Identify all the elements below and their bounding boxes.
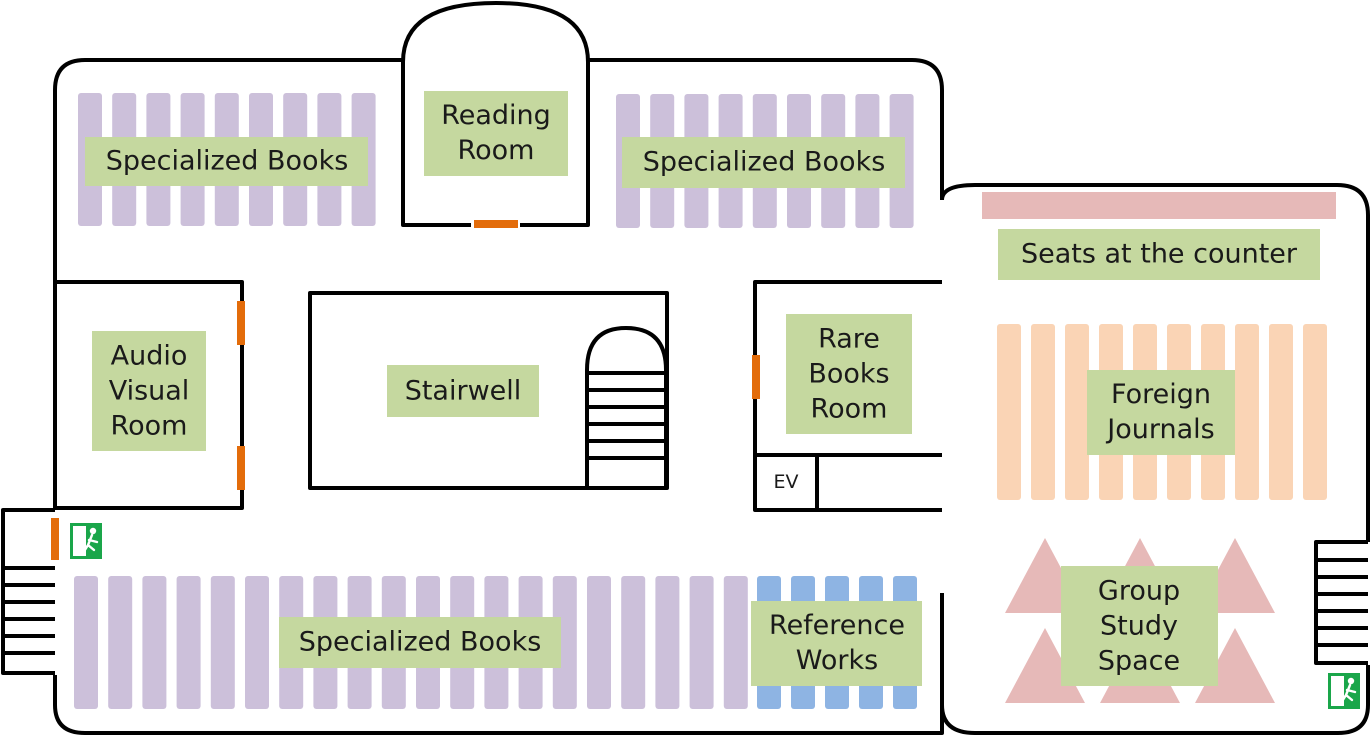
shelf-foreign-journals xyxy=(1269,324,1293,500)
shelf-foreign-journals xyxy=(1303,324,1327,500)
main-building-wall xyxy=(53,593,944,735)
staircase-outline xyxy=(585,325,668,488)
label-bg-reference-works xyxy=(751,601,922,686)
reading-room-wall xyxy=(401,1,590,227)
label-reading-room-line: Room xyxy=(458,135,535,166)
west-staircase xyxy=(3,566,55,655)
east-staircase xyxy=(1316,558,1368,647)
label-specialized-books-ne: Specialized Books xyxy=(643,147,886,178)
label-bg-foreign-journals xyxy=(1087,370,1235,455)
label-audio-visual-room-line: Audio xyxy=(111,341,188,372)
label-bg-specialized-books-ne xyxy=(622,137,905,188)
emergency-exit-icon xyxy=(1328,673,1360,709)
label-group-study-space-line: Study xyxy=(1100,611,1178,642)
counter-bar xyxy=(982,192,1336,219)
doors xyxy=(51,220,760,560)
label-backgrounds xyxy=(85,91,1320,686)
shelf-foreign-journals xyxy=(1235,324,1259,500)
east-wing-wall xyxy=(940,183,1370,542)
label-ev-line: EV xyxy=(773,471,798,493)
shelf-specialized-books xyxy=(655,576,680,709)
label-specialized-books-s: Specialized Books xyxy=(299,627,542,658)
label-reference-works-line: Works xyxy=(796,645,878,676)
shelf-specialized-books xyxy=(689,576,714,709)
label-seats-at-the-counter-line: Seats at the counter xyxy=(1021,239,1298,270)
shelf-specialized-books xyxy=(723,576,748,709)
label-bg-group-study xyxy=(1061,566,1218,686)
shelf-specialized-books xyxy=(176,576,201,709)
label-group-study-space-line: Group xyxy=(1098,576,1180,607)
label-reference-works-line: Reference xyxy=(769,610,905,641)
label-bg-reading-room xyxy=(424,91,568,176)
west-stair-wall xyxy=(1,508,55,675)
shelf-foreign-journals xyxy=(1065,324,1089,500)
label-rare-books-room-line: Rare xyxy=(818,324,880,355)
label-stairwell-line: Stairwell xyxy=(405,376,522,407)
label-bg-rare-books xyxy=(786,314,912,434)
stairwell-staircase xyxy=(585,325,668,488)
shelf-foreign-journals xyxy=(997,324,1021,500)
shelf-specialized-books xyxy=(108,576,133,709)
label-rare-books-room-line: Room xyxy=(811,394,888,425)
west-exit-door[interactable] xyxy=(51,518,59,560)
main-building-wall xyxy=(53,58,402,508)
label-audio-visual-room-line: Visual xyxy=(109,376,190,407)
label-seats-at-the-counter: Seats at the counter xyxy=(1021,239,1298,270)
label-ev: EV xyxy=(773,471,798,493)
emergency-exit-icon xyxy=(70,523,102,559)
label-bg-stairwell xyxy=(387,365,539,417)
label-specialized-books-ne-line: Specialized Books xyxy=(643,147,886,178)
audio-visual-wall xyxy=(55,280,244,510)
label-bg-specialized-books-nw xyxy=(85,137,368,186)
label-specialized-books-nw: Specialized Books xyxy=(106,146,349,177)
shelf-specialized-books xyxy=(142,576,167,709)
shelf-specialized-books xyxy=(552,576,577,709)
label-group-study-space-line: Space xyxy=(1098,646,1180,677)
shelf-specialized-books xyxy=(210,576,235,709)
label-bg-specialized-books-s xyxy=(279,617,561,668)
audio-visual-door-upper[interactable] xyxy=(237,301,245,345)
main-building-wall xyxy=(588,58,944,200)
label-specialized-books-nw-line: Specialized Books xyxy=(106,146,349,177)
label-rare-books-room-line: Books xyxy=(808,359,889,390)
label-stairwell: Stairwell xyxy=(405,376,522,407)
shelf-specialized-books xyxy=(74,576,98,709)
shelf-specialized-books xyxy=(245,576,269,709)
label-specialized-books-s-line: Specialized Books xyxy=(299,627,542,658)
audio-visual-door-lower[interactable] xyxy=(237,446,245,490)
shelf-foreign-journals xyxy=(1031,324,1055,500)
shelf-specialized-books xyxy=(587,576,611,709)
east-stair-wall xyxy=(1314,540,1368,665)
label-reading-room-line: Reading xyxy=(441,100,551,131)
label-bg-audio-visual xyxy=(92,331,206,451)
label-foreign-journals-line: Journals xyxy=(1105,414,1214,445)
reading-room-door[interactable] xyxy=(474,220,518,228)
shelf-specialized-books xyxy=(621,576,646,709)
label-foreign-journals-line: Foreign xyxy=(1111,379,1211,410)
label-audio-visual-room-line: Room xyxy=(111,411,188,442)
label-bg-seats-counter xyxy=(998,229,1320,280)
reading-room-wall xyxy=(401,150,471,227)
rare-books-door[interactable] xyxy=(752,355,760,399)
east-wing-wall xyxy=(940,665,1370,735)
